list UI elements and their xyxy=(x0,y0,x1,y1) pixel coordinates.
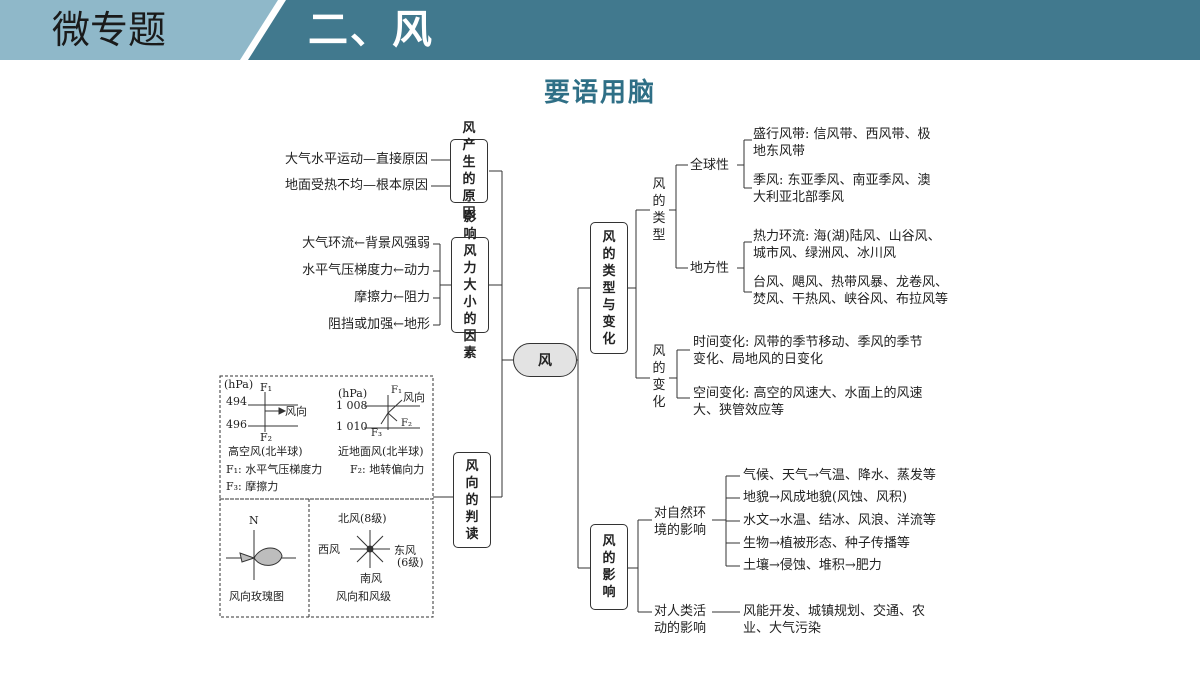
natural-label: 境的影响 xyxy=(654,523,707,538)
banner-right-band xyxy=(248,0,1200,60)
human-item: 风能开发、城镇规划、交通、农 xyxy=(743,604,926,619)
local-label: 地方性 xyxy=(690,261,730,276)
change-item: 大、狭管效应等 xyxy=(693,403,785,418)
rose-north: N xyxy=(249,514,259,527)
force-legend: F₁: 水平气压梯度力 xyxy=(226,463,323,476)
natural-item: 水文→水温、结冰、风浪、洋流等 xyxy=(743,513,936,528)
level-caption: 风向和风级 xyxy=(336,590,391,603)
human-label: 对人类活 xyxy=(654,604,707,619)
level-east-level: (6级) xyxy=(397,556,424,569)
natural-item: 气候、天气→气温、降水、蒸发等 xyxy=(743,468,936,483)
type-label: 风的类型 xyxy=(652,177,666,243)
near-ground-f2: F₂ xyxy=(401,418,412,429)
factor-item: 大气环流←背景风强弱 xyxy=(302,236,430,251)
factors-node: 影响风力大小的因素 xyxy=(451,210,489,361)
cause-item: 大气水平运动—直接原因 xyxy=(284,152,428,167)
impact-node: 风的影响 xyxy=(590,524,628,610)
factor-item: 摩擦力←阻力 xyxy=(354,290,430,305)
types-node: 风的类型与变化 xyxy=(590,222,628,354)
high-air-wind: 风向 xyxy=(285,405,307,418)
force-legend: F₃: 摩擦力 xyxy=(226,480,279,493)
banner-left-title: 微专题 xyxy=(52,8,167,52)
high-air-caption: 高空风(北半球) xyxy=(228,445,303,458)
banner-right-title: 二、风 xyxy=(308,7,434,53)
wind-level-figure xyxy=(350,530,390,568)
natural-label: 对自然环 xyxy=(654,506,707,521)
near-ground-wind: 风向 xyxy=(403,391,425,404)
global-label: 全球性 xyxy=(690,158,730,173)
title-banner xyxy=(0,0,1200,60)
near-ground-f3: F₃ xyxy=(371,428,382,439)
change-item: 变化、局地风的日变化 xyxy=(693,352,824,367)
near-ground-unit: (hPa) xyxy=(338,387,368,400)
rose-caption: 风向玫瑰图 xyxy=(229,590,284,603)
natural-item: 土壤→侵蚀、堆积→肥力 xyxy=(743,558,882,573)
global-item: 季风: 东亚季风、南亚季风、澳 xyxy=(753,173,931,188)
local-item: 城市风、绿洲风、冰川风 xyxy=(753,246,897,261)
level-east: 东风 xyxy=(394,544,416,557)
judge-node: 风向的判读 xyxy=(453,452,491,548)
level-north: 北风(8级) xyxy=(338,512,387,525)
high-air-unit: (hPa) xyxy=(224,378,254,391)
high-air-pressure: 496 xyxy=(226,418,247,431)
human-label: 动的影响 xyxy=(654,621,707,636)
human-item: 业、大气污染 xyxy=(743,621,822,636)
local-item: 热力环流: 海(湖)陆风、山谷风、 xyxy=(753,229,941,244)
natural-item: 地貌→风成地貌(风蚀、风积) xyxy=(743,490,908,505)
factor-item: 阻挡或加强←地形 xyxy=(328,317,430,332)
near-ground-f1: F₁ xyxy=(391,385,402,396)
wind-rose-figure xyxy=(226,530,296,580)
cause-node: 风产生的原因 xyxy=(450,121,488,221)
global-item: 大利亚北部季风 xyxy=(753,190,845,205)
center-node-wind: 风 xyxy=(513,343,577,377)
near-ground-wind-figure xyxy=(364,395,420,430)
high-air-pressure: 494 xyxy=(226,395,247,408)
near-ground-pressure: 1 010 xyxy=(336,420,368,433)
near-ground-pressure: 1 008 xyxy=(336,399,368,412)
page-title: 要语用脑 xyxy=(543,78,656,108)
change-item: 时间变化: 风带的季节移动、季风的季节 xyxy=(693,335,923,350)
high-air-wind-figure xyxy=(248,392,298,432)
natural-item: 生物→植被形态、种子传播等 xyxy=(743,536,910,551)
level-west: 西风 xyxy=(318,543,340,556)
local-item: 焚风、干热风、峡谷风、布拉风等 xyxy=(753,292,949,307)
global-item: 盛行风带: 信风带、西风带、极 xyxy=(753,127,931,142)
change-label: 风的变化 xyxy=(652,344,666,410)
cause-item: 地面受热不均—根本原因 xyxy=(284,178,428,193)
near-ground-caption: 近地面风(北半球) xyxy=(338,445,424,458)
banner-left-band xyxy=(0,0,278,60)
change-item: 空间变化: 高空的风速大、水面上的风速 xyxy=(693,386,923,401)
local-item: 台风、飓风、热带风暴、龙卷风、 xyxy=(753,275,949,290)
high-air-f2: F₂ xyxy=(260,431,273,444)
global-item: 地东风带 xyxy=(753,144,806,159)
level-south: 南风 xyxy=(360,572,382,585)
high-air-f1: F₁ xyxy=(260,381,273,394)
force-legend: F₂: 地转偏向力 xyxy=(350,463,425,476)
factor-item: 水平气压梯度力←动力 xyxy=(302,263,430,278)
